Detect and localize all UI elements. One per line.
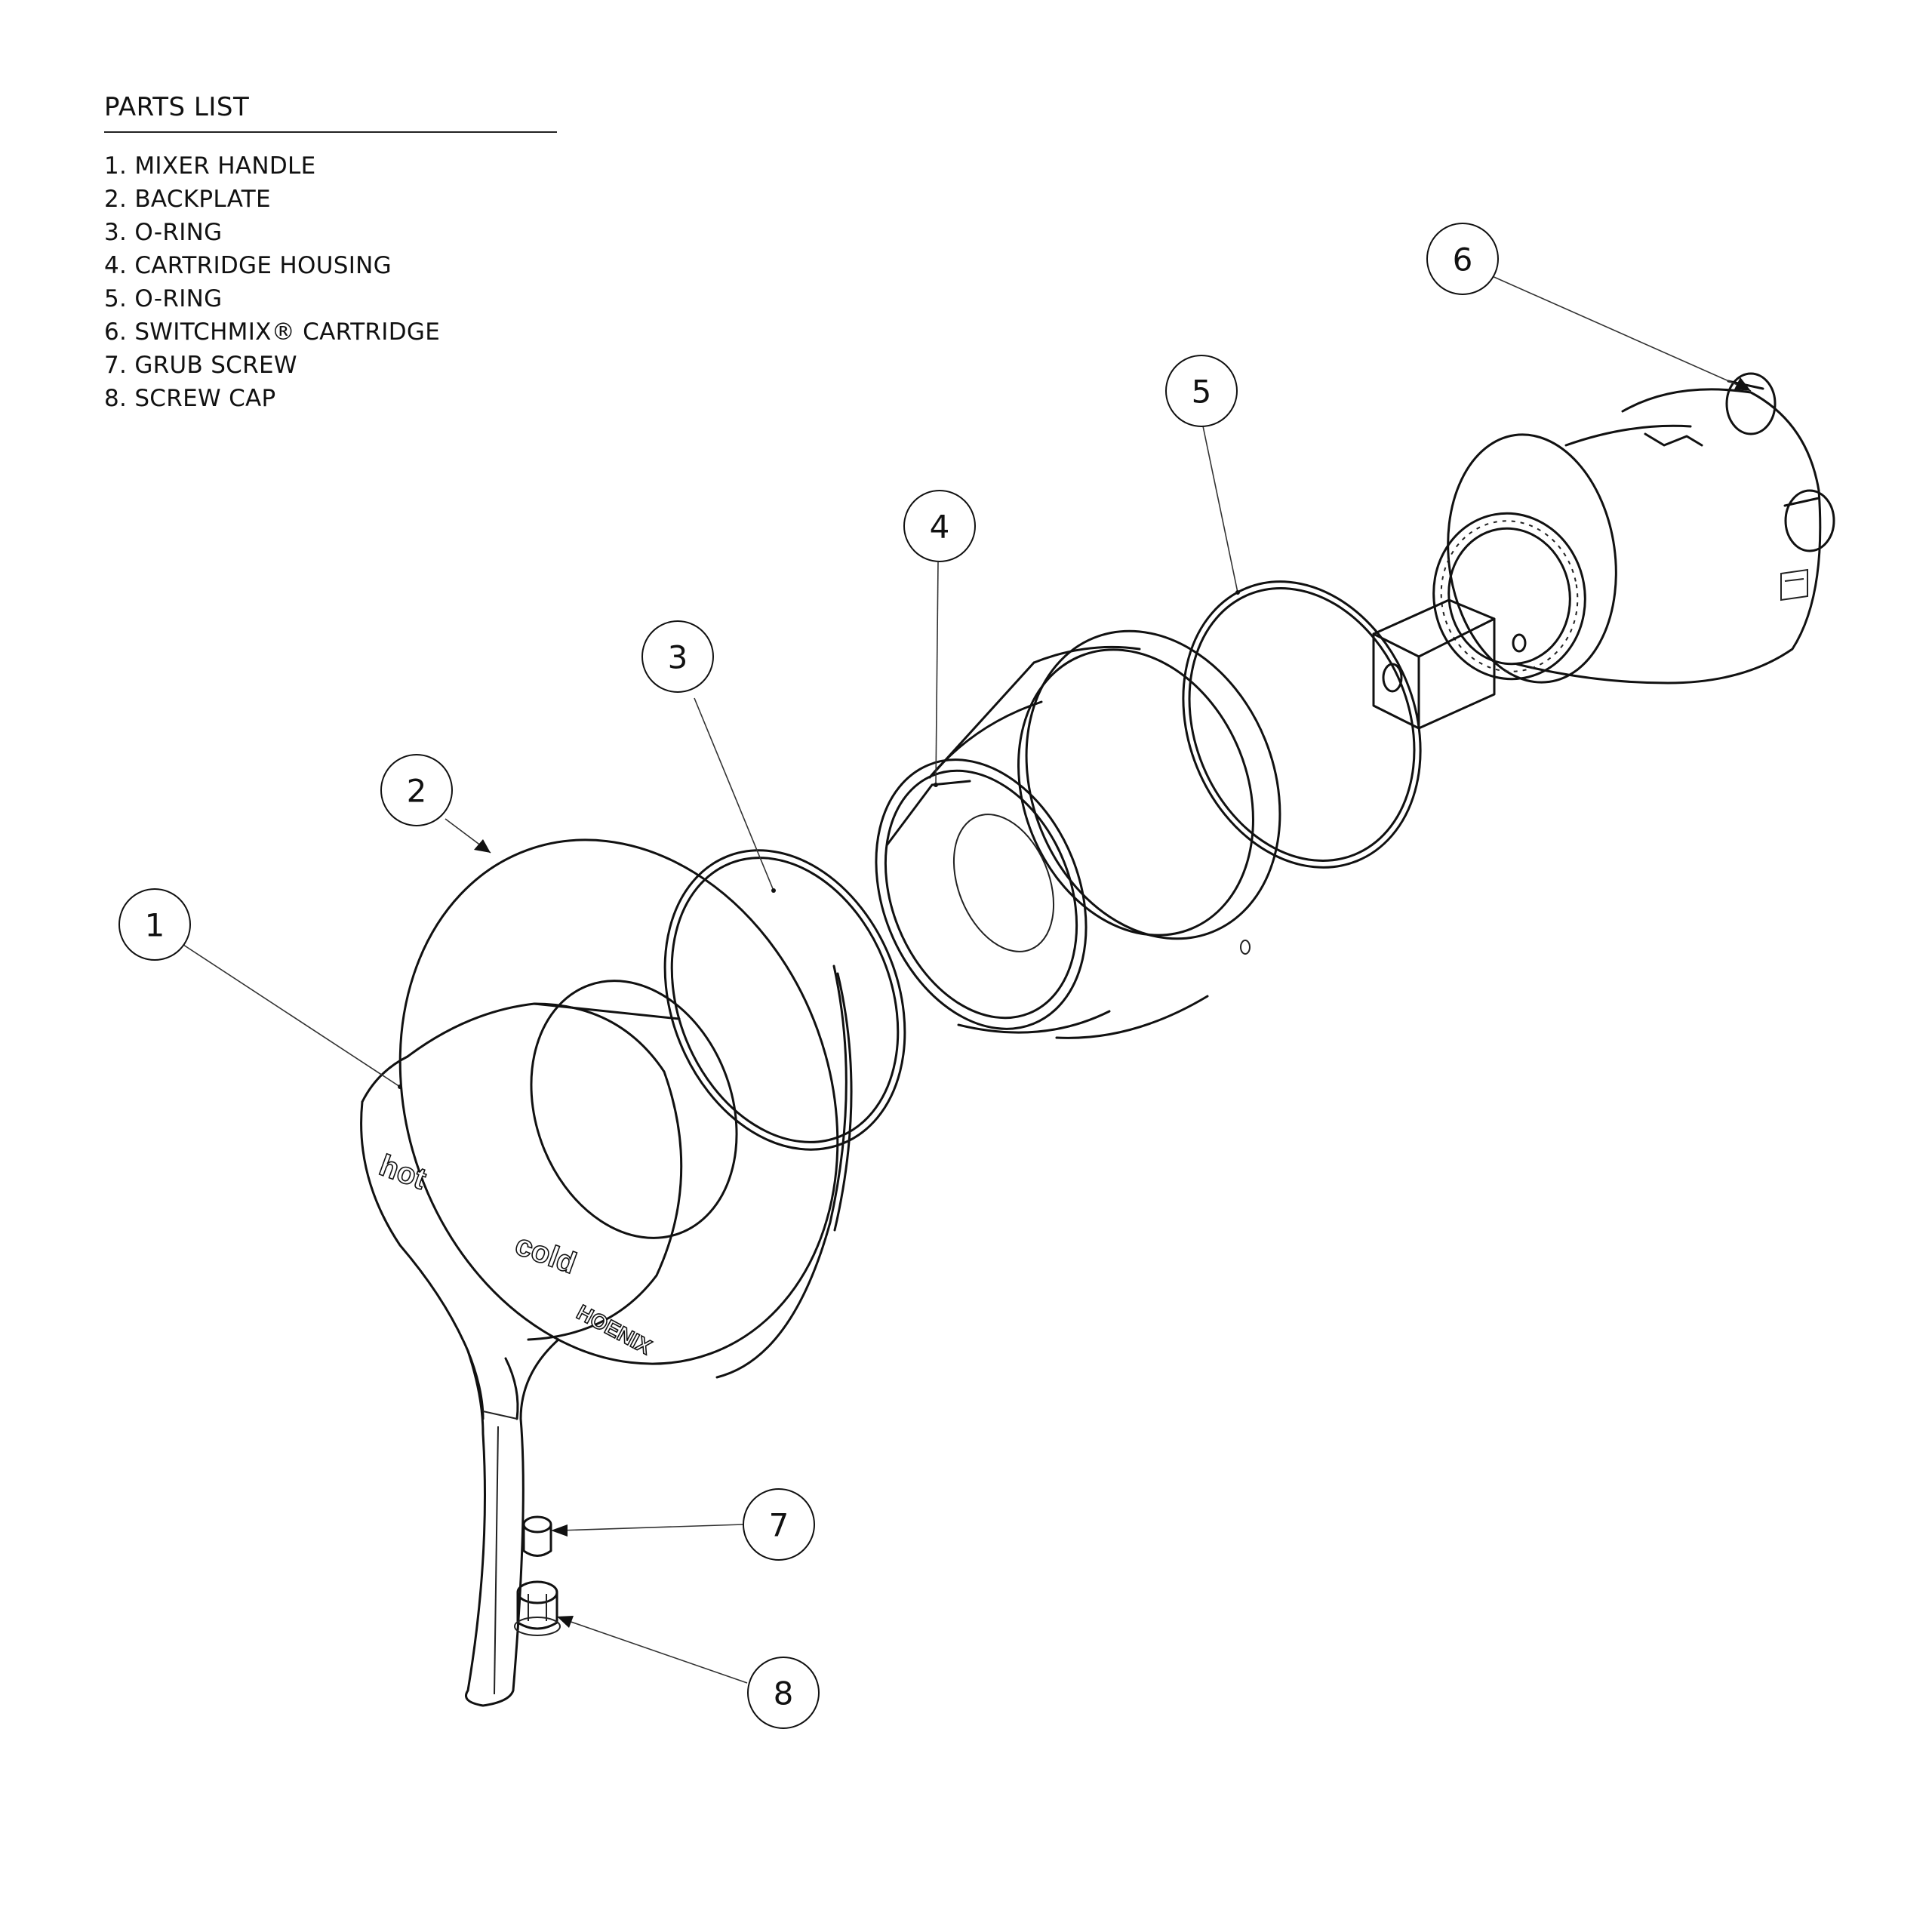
hot-engraving: hot	[375, 1149, 430, 1196]
parts-list-item: 4. CARTRIDGE HOUSING	[104, 252, 392, 279]
callout-number: 6	[1453, 242, 1473, 278]
callout-6: 6	[1426, 223, 1499, 295]
parts-list: PARTS LIST 1. MIXER HANDLE 2. BACKPLATE …	[104, 92, 557, 415]
parts-list-item: 2. BACKPLATE	[104, 186, 271, 213]
grub-screw	[522, 1515, 552, 1557]
parts-list-item: 3. O-RING	[104, 219, 223, 246]
callout-number: 3	[668, 639, 688, 676]
parts-list-title: PARTS LIST	[104, 92, 557, 133]
callout-3: 3	[641, 620, 714, 693]
parts-list-item: 1. MIXER HANDLE	[104, 152, 316, 180]
callout-number: 7	[769, 1507, 789, 1544]
backplate	[398, 838, 853, 1379]
leader-lines	[180, 275, 1752, 1684]
cold-engraving: cold	[511, 1228, 580, 1280]
callout-4: 4	[903, 490, 976, 562]
callout-number: 4	[930, 509, 950, 546]
parts-list-item: 8. SCREW CAP	[104, 385, 276, 412]
callout-number: 2	[407, 773, 427, 810]
mixer-handle: hot cold HOENIX	[360, 980, 738, 1707]
callout-1: 1	[118, 888, 191, 961]
parts-list-items: 1. MIXER HANDLE 2. BACKPLATE 3. O-RING 4…	[104, 149, 557, 415]
screw-cap	[514, 1580, 561, 1636]
callout-8: 8	[747, 1657, 820, 1729]
callout-number: 8	[774, 1675, 794, 1712]
parts-list-item: 7. GRUB SCREW	[104, 352, 297, 379]
o-ring-rear	[1182, 580, 1422, 869]
cartridge-housing	[875, 629, 1281, 1039]
callout-5: 5	[1165, 355, 1238, 427]
parts-list-item: 6. SWITCHMIX® CARTRIDGE	[104, 318, 441, 346]
callout-7: 7	[743, 1488, 815, 1561]
callout-number: 1	[145, 907, 165, 944]
callout-2: 2	[380, 754, 453, 826]
parts-list-item: 5. O-RING	[104, 285, 223, 312]
callout-number: 5	[1192, 374, 1212, 411]
switchmix-cartridge	[1372, 372, 1835, 730]
